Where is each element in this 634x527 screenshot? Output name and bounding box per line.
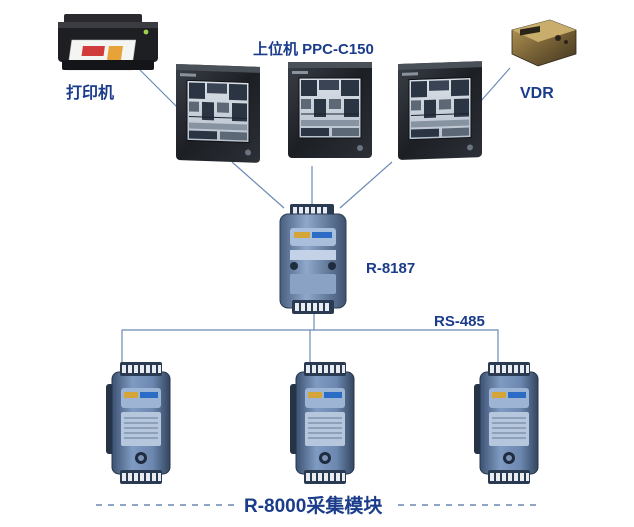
printer-icon [58, 14, 158, 71]
link-vdr-to-pc [479, 67, 511, 103]
controller-label: R-8187 [366, 260, 415, 277]
link-pc-left-to-controller [231, 161, 285, 209]
host-pc-label: 上位机 PPC-C150 [253, 40, 374, 58]
panel-pc-icon [397, 60, 483, 161]
io-module-icon [289, 361, 355, 485]
connection-lines [121, 67, 511, 362]
din-rail-controller-icon [279, 204, 347, 314]
panel-pc-icon [287, 61, 373, 159]
vdr-label: VDR [520, 85, 554, 102]
printer-label: 打印机 [66, 83, 114, 102]
link-pc-right-to-controller [339, 161, 393, 209]
panel-pc-icon [175, 63, 261, 164]
link-printer-to-pc [139, 69, 179, 109]
vdr-recorder-icon [511, 19, 577, 67]
io-module-icon [105, 361, 171, 485]
io-module-icon [473, 361, 539, 485]
bus-label: RS-485 [434, 313, 485, 330]
modules-caption: R-8000采集模块 [244, 494, 383, 517]
